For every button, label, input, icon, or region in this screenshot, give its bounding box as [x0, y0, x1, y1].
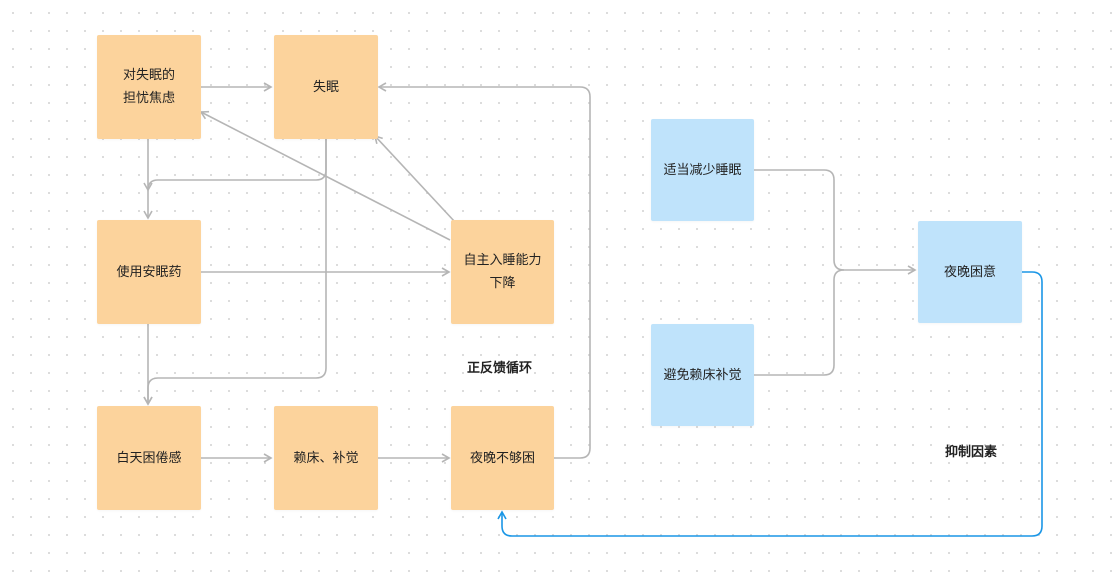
node-avoid-stay-in-bed-text: 避免赖床补觉 — [663, 367, 742, 383]
edge-notsleepy-to-insomnia — [377, 82, 591, 459]
node-avoid-stay-in-bed[interactable]: 避免赖床补觉 — [651, 324, 754, 426]
node-night-sleepiness-text: 夜晚困意 — [943, 264, 996, 280]
node-worry-anxiety-text: 对失眠的 担忧焦虑 — [122, 68, 175, 106]
node-insomnia-text: 失眠 — [312, 79, 339, 95]
node-decline-sleep-ability-text: 自主入睡能力 下降 — [463, 253, 542, 291]
label-positive-feedback-cycle: 正反馈循环 — [467, 361, 533, 376]
node-worry-anxiety[interactable]: 对失眠的 担忧焦虑 — [97, 35, 201, 139]
edge-avoid-to-sleepiness — [754, 269, 845, 376]
node-daytime-fatigue[interactable]: 白天困倦感 — [97, 406, 201, 510]
node-decline-sleep-ability[interactable]: 自主入睡能力 下降 — [451, 220, 554, 324]
node-night-sleepiness[interactable]: 夜晚困意 — [918, 221, 1022, 323]
label-inhibiting-factors: 抑制因素 — [945, 445, 998, 460]
node-sleeping-pills[interactable]: 使用安眠药 — [97, 220, 201, 324]
node-daytime-fatigue-text: 白天困倦感 — [116, 450, 182, 466]
edge-decline-to-worry — [199, 110, 451, 241]
node-reduce-sleep-text: 适当减少睡眠 — [663, 162, 742, 178]
edge-reduce-to-sleepiness — [754, 169, 917, 275]
node-insomnia[interactable]: 失眠 — [274, 35, 378, 139]
node-not-sleepy-night-text: 夜晚不够困 — [469, 450, 535, 466]
edge-decline-to-insomnia — [373, 134, 456, 223]
node-sleeping-pills-text: 使用安眠药 — [116, 264, 182, 280]
node-stay-in-bed[interactable]: 赖床、补觉 — [274, 406, 378, 510]
edge-sleepiness-inhibits-notsleepy — [497, 271, 1043, 537]
node-stay-in-bed-text: 赖床、补觉 — [293, 450, 359, 466]
node-not-sleepy-night[interactable]: 夜晚不够困 — [451, 406, 554, 510]
node-reduce-sleep[interactable]: 适当减少睡眠 — [651, 119, 754, 221]
edge-insomnia-to-pills — [143, 139, 327, 192]
